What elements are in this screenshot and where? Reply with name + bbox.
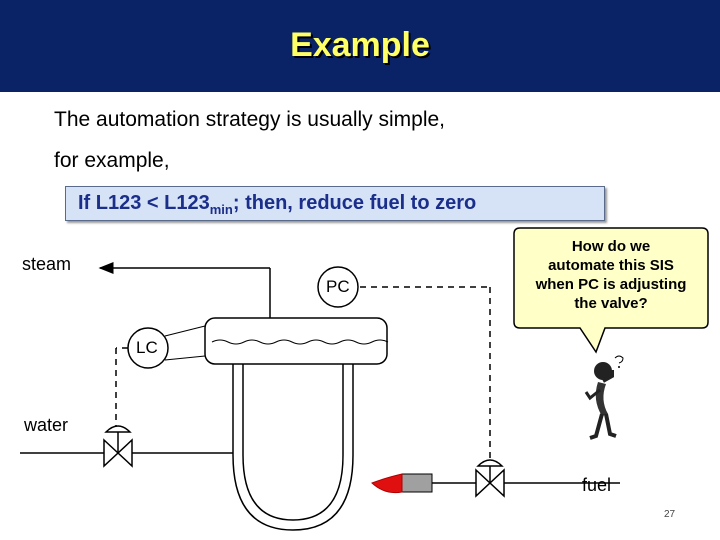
boiler-drum	[204, 317, 388, 365]
downcomer-tube-outer	[232, 364, 354, 531]
callout-line-2: automate this SIS	[548, 257, 674, 274]
burner-body	[401, 473, 433, 493]
callout-line-4: the valve?	[574, 295, 648, 312]
callout-bubble	[513, 227, 709, 354]
rule-box: If L123 < L123min; then, reduce fuel to …	[65, 186, 605, 221]
drum-water-level	[211, 339, 389, 345]
pc-label: PC	[326, 277, 350, 296]
water-label: water	[24, 415, 69, 435]
title-bar	[0, 0, 720, 92]
fuel-label: fuel	[582, 475, 612, 495]
lc-tap-upper	[164, 325, 206, 337]
lc-label: LC	[136, 338, 158, 357]
rule-suffix: ; then, reduce fuel to zero	[232, 192, 477, 214]
callout-line-1: How do we	[571, 238, 651, 255]
slide-title: Example	[290, 26, 430, 64]
body-text-line-1: The automation strategy is usually simpl…	[54, 108, 446, 131]
rule-subscript: min	[209, 202, 233, 217]
burner-flame	[371, 473, 403, 494]
fuel-valve-actuator	[476, 459, 504, 467]
downcomer-tube-inner	[242, 364, 344, 521]
thinking-person-figure	[584, 355, 624, 440]
body-text-line-2: for example,	[54, 149, 170, 172]
lc-tap-lower	[164, 355, 206, 361]
water-valve-actuator	[104, 425, 132, 433]
rule-text: If L123 < L123min; then, reduce fuel to …	[78, 192, 476, 217]
page-number: 27	[664, 509, 676, 520]
steam-label: steam	[22, 254, 72, 274]
callout-line-3: when PC is adjusting	[535, 276, 687, 293]
rule-prefix: If L123 < L123	[78, 192, 210, 214]
callout-text: How do we automate this SIS when PC is a…	[514, 237, 708, 313]
pc-controller-bubble	[317, 266, 359, 308]
